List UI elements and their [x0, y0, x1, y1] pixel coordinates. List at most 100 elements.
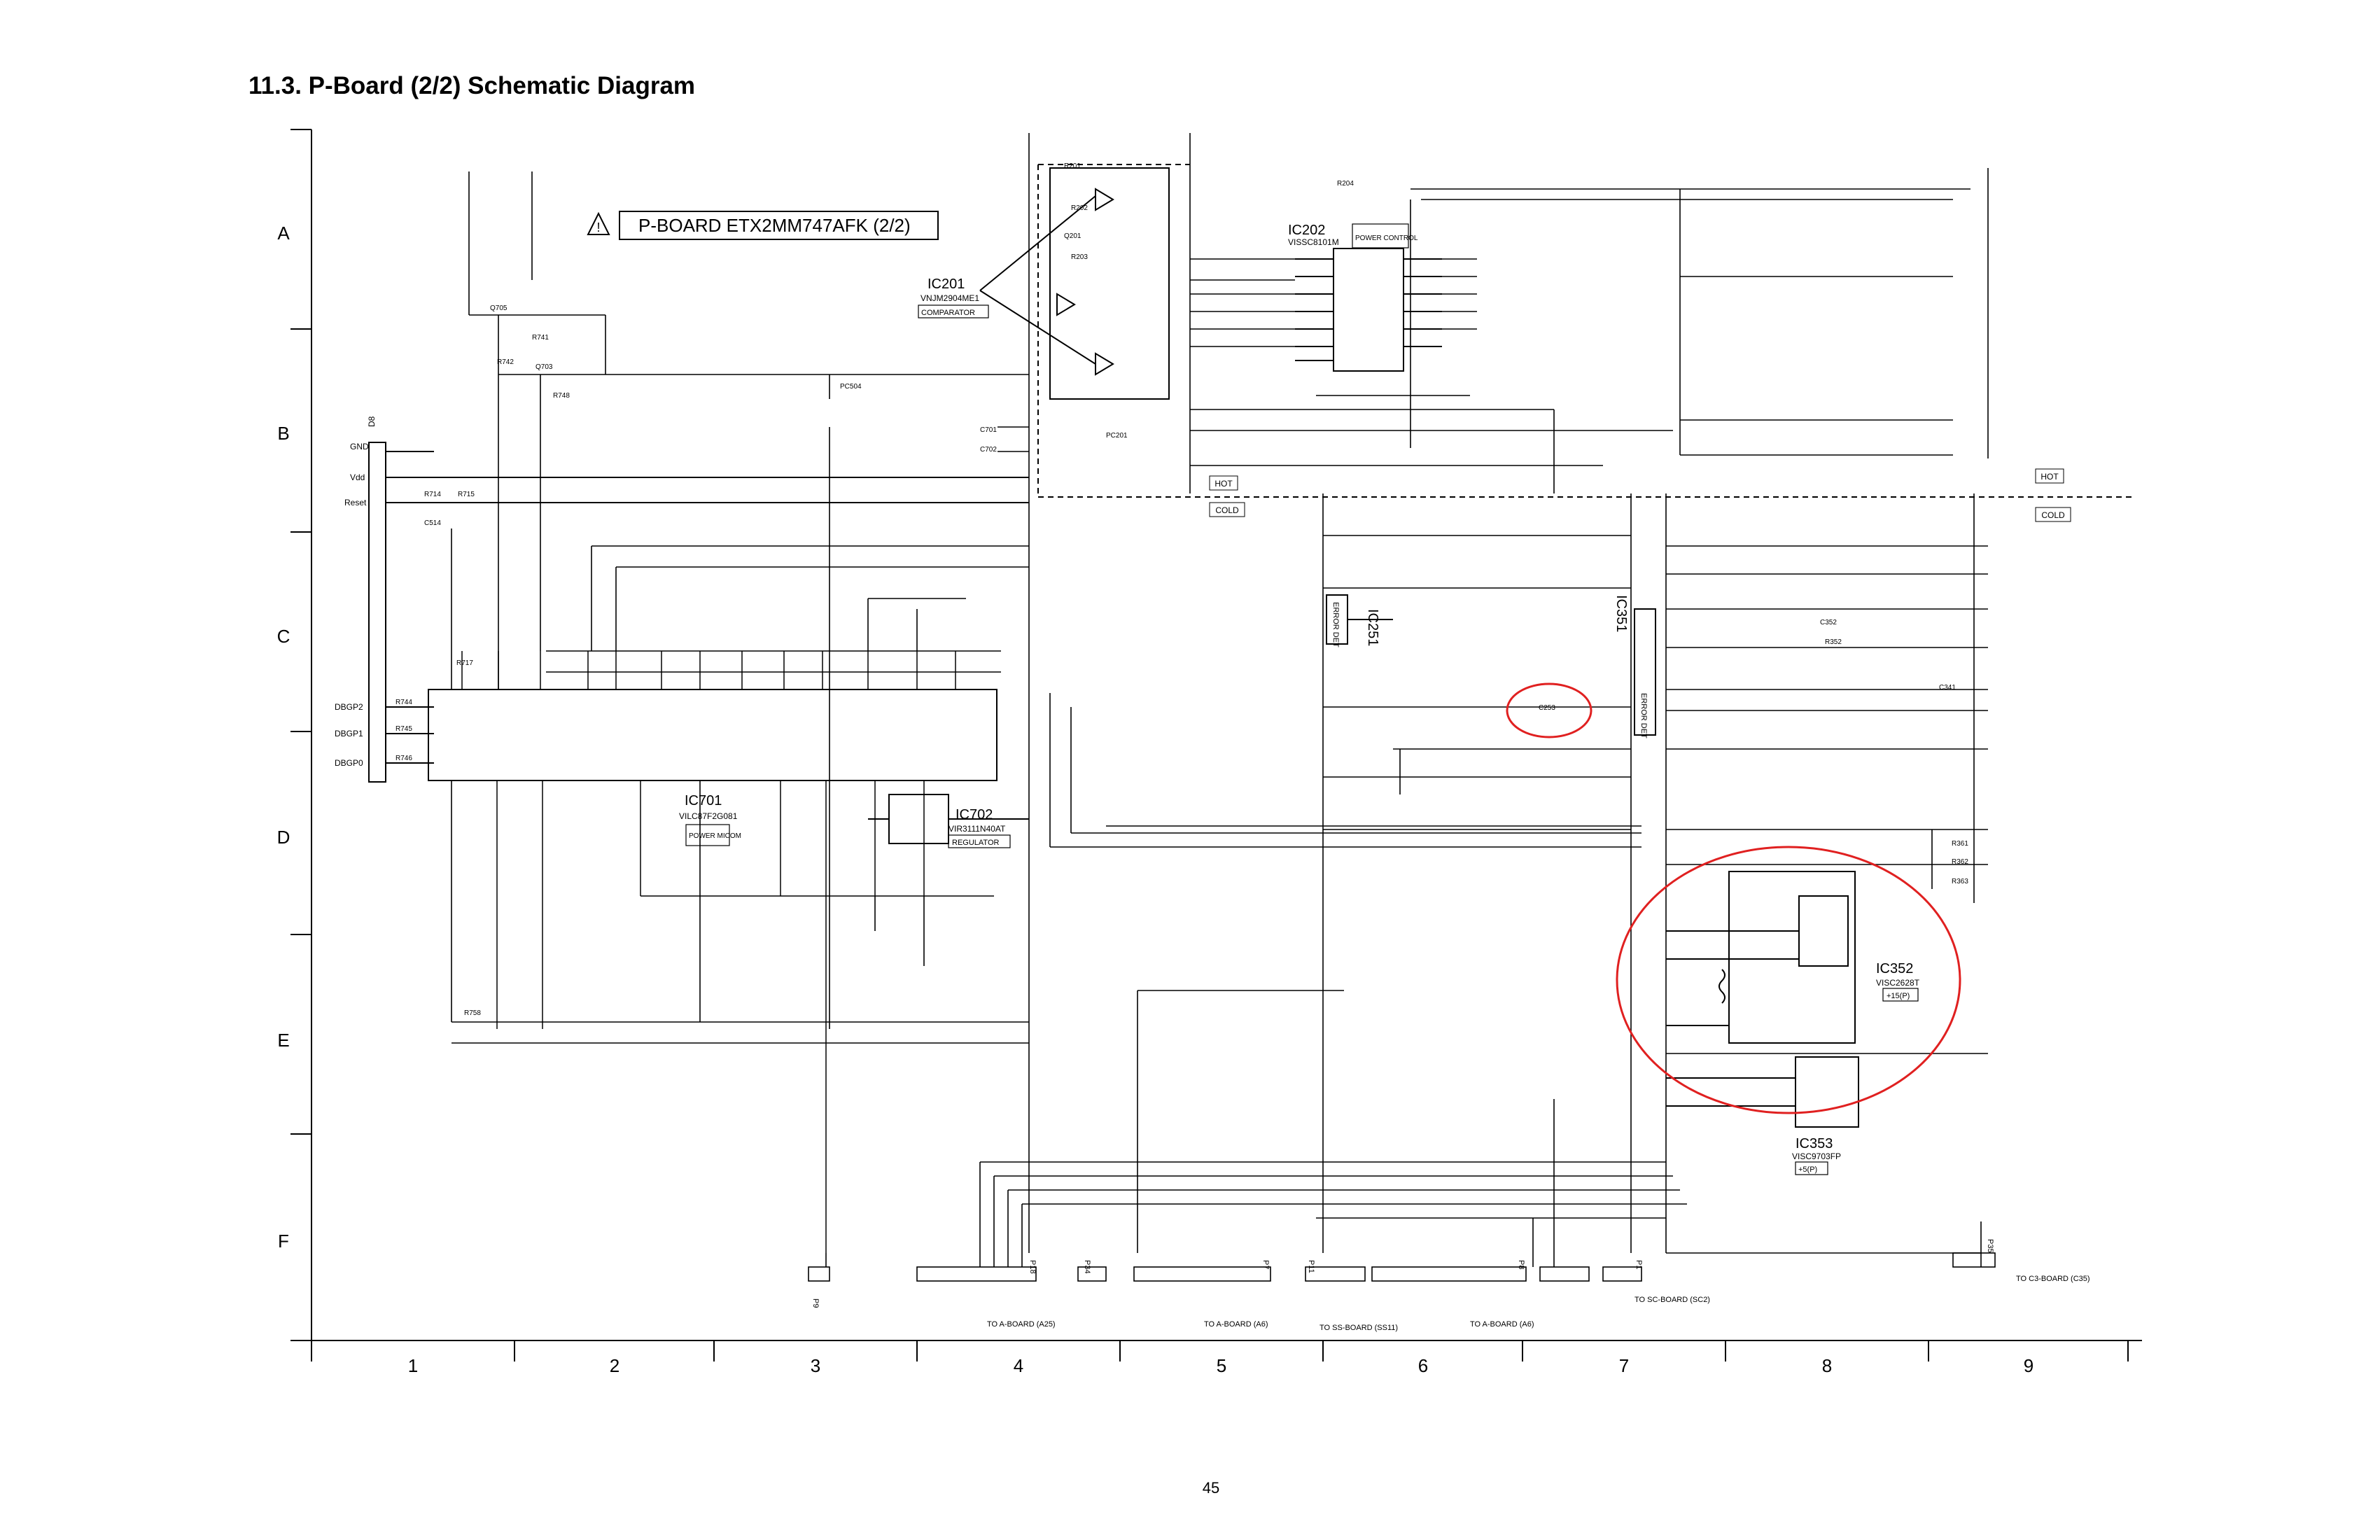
column-label-5: 5 [1217, 1355, 1226, 1376]
component-label: R203 [1071, 253, 1088, 261]
ic201-block [979, 167, 1170, 400]
column-labels: 1 2 3 4 5 6 7 8 9 [408, 1355, 2033, 1376]
column-label-9: 9 [2024, 1355, 2033, 1376]
component-label: R362 [1952, 858, 1968, 866]
component-label: R715 [458, 491, 475, 498]
ic202-label: IC202 VISSC8101M POWER CONTROL [1288, 223, 1418, 248]
ic353-label: IC353 VISC9703FP +5(P) [1792, 1136, 1841, 1175]
ic352-part: VISC2628T [1876, 978, 1920, 988]
highlight-markers [1506, 682, 1961, 1114]
ic353-ref: IC353 [1795, 1136, 1833, 1152]
header-dbgp2: DBGP2 [335, 702, 363, 712]
component-label: R746 [396, 755, 412, 762]
highlight-c253 [1506, 682, 1592, 738]
component-label: C352 [1820, 619, 1837, 626]
ic352-ref: IC352 [1876, 961, 1913, 976]
svg-text:!: ! [596, 220, 600, 234]
ic701-part: VILC87F2G081 [679, 811, 738, 821]
ic201-label: IC201 VNJM2904ME1 COMPARATOR [918, 276, 989, 318]
drawing-frame [290, 129, 2142, 1362]
hot-label: HOT [1214, 479, 1233, 489]
connector-label-p1-board: TO SC-BOARD (SC2) [1634, 1296, 1710, 1304]
header-dbgp0: DBGP0 [335, 758, 363, 768]
connector-label-p35-board: TO C3-BOARD (C35) [2016, 1275, 2090, 1283]
connector-label-p8: P8 [1517, 1260, 1525, 1269]
connector-label-p18-board: TO A-BOARD (A25) [987, 1320, 1056, 1329]
ic702-block [868, 794, 1029, 844]
connector-label-p7: P7 [1261, 1260, 1270, 1269]
component-label: R714 [424, 491, 441, 498]
column-label-3: 3 [811, 1355, 820, 1376]
left-header-labels: D8 GND Vdd Reset DBGP2 DBGP1 DBGP0 [335, 416, 377, 768]
ic351-block [1634, 608, 1656, 736]
ic353-part: VISC9703FP [1792, 1152, 1841, 1161]
component-label: C701 [980, 426, 997, 434]
column-label-7: 7 [1619, 1355, 1629, 1376]
ic702-part: VIR3111N40AT [948, 824, 1006, 834]
component-label: R758 [464, 1009, 481, 1017]
cold-label: COLD [1215, 505, 1239, 515]
ic251-block [1326, 594, 1393, 645]
connector-label-p18: P18 [1028, 1260, 1037, 1274]
ic701-block [428, 689, 997, 781]
row-label-b: B [277, 423, 289, 444]
connector-label-p11: P11 [1307, 1260, 1315, 1273]
connector-label-p8-board: TO A-BOARD (A6) [1470, 1320, 1534, 1329]
ic702-label: IC702 VIR3111N40AT REGULATOR [948, 807, 1011, 848]
column-label-2: 2 [610, 1355, 620, 1376]
ic201-ref: IC201 [927, 276, 965, 292]
board-title-box: ! P-BOARD ETX2MM747AFK (2/2) [587, 211, 939, 240]
hot-cold-labels: HOT COLD HOT COLD [1209, 468, 2071, 522]
component-label: R744 [396, 699, 412, 706]
connector-label-p7-board: TO A-BOARD (A6) [1204, 1320, 1268, 1329]
component-label: C702 [980, 446, 997, 454]
ic351-ref: IC351 [1614, 595, 1629, 632]
left-header-connector [368, 442, 1029, 783]
warning-icon [587, 211, 610, 235]
column-label-1: 1 [408, 1355, 418, 1376]
hot-label-right: HOT [2040, 472, 2059, 482]
column-label-6: 6 [1418, 1355, 1428, 1376]
component-label: R745 [396, 725, 412, 733]
ic702-ref: IC702 [955, 807, 993, 822]
ic251-ref: IC251 [1365, 609, 1380, 646]
page-number: 45 [1202, 1479, 1220, 1497]
row-label-a: A [277, 223, 290, 244]
ic352-block [1666, 871, 1856, 1044]
ic201-part: VNJM2904ME1 [920, 293, 979, 303]
component-labels: R201 R202 R203 R204 Q201 PC201 R758 R741… [396, 162, 1968, 1017]
ic251-function: ERROR DET [1331, 602, 1340, 648]
ic202-block [1295, 248, 1442, 372]
header-dbgp1: DBGP1 [335, 729, 363, 738]
wiring [451, 133, 1989, 1267]
bottom-connectors [808, 1252, 1996, 1282]
component-label: R741 [532, 334, 549, 342]
component-label: R352 [1825, 638, 1842, 646]
component-label: R717 [456, 659, 473, 667]
row-label-c: C [277, 626, 290, 647]
component-label: PC201 [1106, 432, 1128, 440]
component-label: Q705 [490, 304, 507, 312]
component-label: Q201 [1064, 232, 1082, 240]
component-label: R201 [1064, 162, 1081, 170]
header-ref: D8 [367, 416, 377, 427]
board-title: P-BOARD ETX2MM747AFK (2/2) [638, 215, 911, 236]
ic701-ref: IC701 [685, 793, 722, 808]
ic202-part: VISSC8101M [1288, 237, 1339, 247]
ic201-function: COMPARATOR [921, 309, 975, 317]
connector-label-p1: P1 [1634, 1260, 1643, 1269]
row-label-f: F [278, 1231, 289, 1252]
page-title: 11.3. P-Board (2/2) Schematic Diagram [248, 72, 696, 99]
component-label: C514 [424, 519, 441, 527]
cold-label-right: COLD [2041, 510, 2065, 520]
component-label: R742 [497, 358, 514, 366]
component-label: PC504 [840, 383, 862, 391]
component-label: Q703 [536, 363, 553, 371]
ic202-function: POWER CONTROL [1355, 234, 1418, 242]
isolation-boundary [1037, 164, 2135, 498]
connector-label-p34: P34 [1083, 1260, 1091, 1274]
component-label: C253 [1539, 704, 1555, 712]
header-pin-reset: Reset [344, 498, 367, 507]
ic352-function: +15(P) [1886, 992, 1910, 1000]
